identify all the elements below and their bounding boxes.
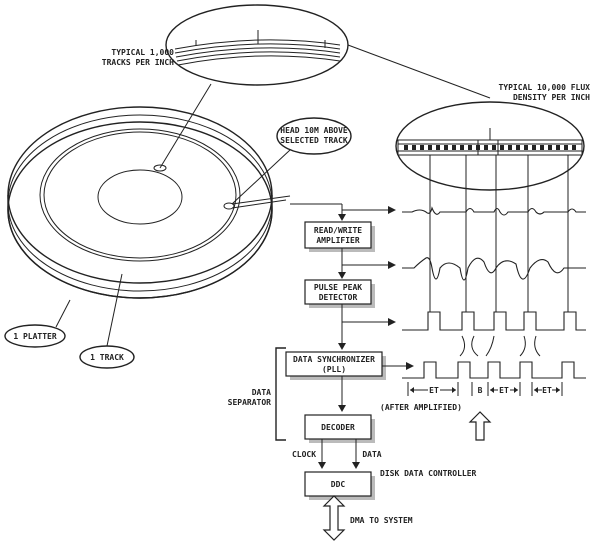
flux-mark	[420, 145, 424, 150]
flux-mark	[492, 145, 496, 150]
annotation-labels: TYPICAL 1,000 TRACKS PER INCH TYPICAL 10…	[4, 48, 590, 525]
flux-mark	[484, 145, 488, 150]
ddc-block	[304, 471, 372, 497]
data-synchronizer-line2: (PLL)	[322, 365, 346, 374]
flux-mark	[436, 145, 440, 150]
data-label: DATA	[362, 450, 381, 459]
pulse-peak-detector-line1: PULSE PEAK	[314, 283, 362, 292]
timing-et-label-3: ET	[542, 386, 552, 395]
disk-data-controller-label: DISK DATA CONTROLLER	[380, 469, 477, 478]
read-write-amplifier-line2: AMPLIFIER	[316, 236, 360, 245]
data-synchronizer-line1: DATA SYNCHRONIZER	[293, 355, 375, 364]
after-amplified-label: (AFTER AMPLIFIED)	[380, 403, 462, 412]
data-synchronizer-block	[285, 351, 383, 377]
timing-et-label-2: ET	[499, 386, 509, 395]
flux-transition-lines	[429, 155, 569, 312]
flux-mark	[572, 145, 576, 150]
up-arrow-icon	[468, 411, 492, 441]
timing-b-label: B	[478, 386, 483, 395]
flux-mark	[524, 145, 528, 150]
signal-waveforms	[402, 206, 586, 379]
decoder-label: DECODER	[321, 423, 355, 432]
pulse-peak-detector-block	[304, 279, 372, 305]
block-chain: READ/WRITE AMPLIFIER PULSE PEAK DETECTOR…	[275, 203, 414, 541]
flux-mark	[564, 145, 568, 150]
disk-platter	[7, 106, 273, 299]
decoder-block	[304, 414, 372, 440]
read-write-amplifier-line1: READ/WRITE	[314, 226, 362, 235]
head-above-line1: HEAD 10μ ABOVE	[280, 126, 348, 135]
flux-mark	[556, 145, 560, 150]
pulse-peak-detector-line2: DETECTOR	[319, 293, 358, 302]
flux-mark	[412, 145, 416, 150]
tracks-per-inch-line1: TYPICAL 1,000	[111, 48, 174, 57]
flux-mark	[452, 145, 456, 150]
head-callout	[231, 117, 352, 209]
flux-mark	[468, 145, 472, 150]
track-zoom-ellipse	[159, 4, 491, 169]
flux-zoom-ellipse	[395, 101, 585, 191]
flux-mark	[404, 145, 408, 150]
timing-et-label-1: ET	[429, 386, 439, 395]
ddc-label: DDC	[331, 480, 346, 489]
dma-to-system-label: DMA TO SYSTEM	[350, 516, 413, 525]
flux-density-line1: TYPICAL 10,000 FLUX	[498, 83, 590, 92]
flux-density-line2: DENSITY PER INCH	[513, 93, 590, 102]
read-write-amplifier-block	[304, 221, 372, 249]
timing-markers: ET B ET ET	[407, 382, 563, 441]
flux-mark	[444, 145, 448, 150]
flux-mark	[540, 145, 544, 150]
flux-mark	[516, 145, 520, 150]
flux-mark	[548, 145, 552, 150]
data-separator-line1: DATA	[252, 388, 271, 397]
dma-bidirectional-arrow	[322, 495, 346, 541]
flux-mark	[500, 145, 504, 150]
track-label: 1 TRACK	[90, 353, 124, 362]
clock-label: CLOCK	[292, 450, 316, 459]
data-separator-line2: SEPARATOR	[228, 398, 272, 407]
platter-label: 1 PLATTER	[13, 332, 57, 341]
flux-mark	[460, 145, 464, 150]
flux-mark	[532, 145, 536, 150]
flux-mark	[428, 145, 432, 150]
tracks-per-inch-line2: TRACKS PER INCH	[102, 58, 174, 67]
flux-mark	[508, 145, 512, 150]
head-above-line2: SELECTED TRACK	[280, 136, 348, 145]
